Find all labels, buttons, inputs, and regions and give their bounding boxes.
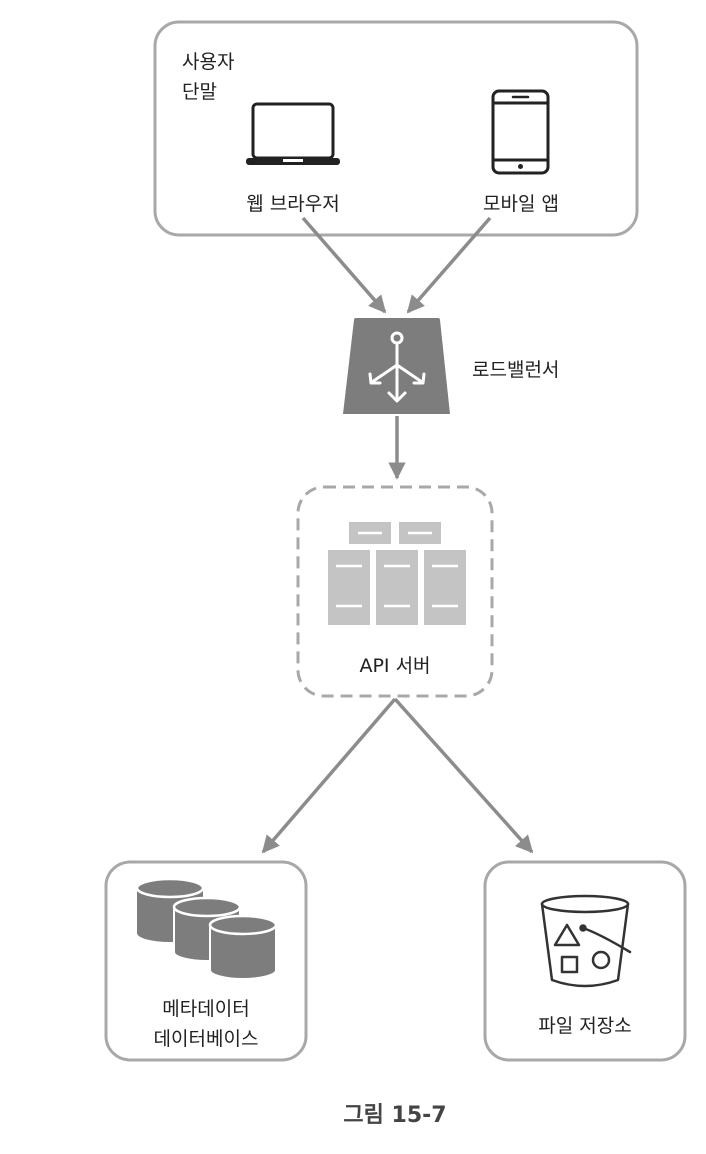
user-devices-group: 사용자 단말 웹 브라우저 모바일 앱: [153, 20, 639, 237]
load-balancer-label: 로드밸런서: [472, 359, 559, 381]
user-devices-label-line2: 단말: [182, 81, 217, 103]
arrow-api-to-metadata-db: [261, 697, 397, 854]
api-server-label: API 서버: [359, 655, 430, 677]
web-browser-label: 웹 브라우저: [246, 193, 339, 215]
metadata-db-box: [104, 860, 308, 1062]
database-icon: [135, 877, 278, 980]
metadata-db-group: 메타데이터 데이터베이스: [104, 860, 308, 1062]
mobile-app-label: 모바일 앱: [483, 193, 559, 215]
file-storage-group: 파일 저장소: [483, 860, 687, 1062]
arrow-api-to-file-storage: [393, 697, 534, 854]
figure-caption: 그림 15-7: [343, 1103, 446, 1128]
file-storage-box: [483, 860, 687, 1062]
metadata-db-label-line1: 메타데이터: [162, 998, 249, 1020]
user-devices-label-line1: 사용자: [182, 51, 234, 73]
load-balancer-icon: [343, 318, 450, 414]
arrow-mobile-to-lb: [406, 216, 492, 314]
arrow-web-to-lb: [301, 216, 387, 314]
mobile-phone-icon: [491, 89, 550, 175]
metadata-db-label-line2: 데이터베이스: [154, 1028, 259, 1050]
server-rack-icon: [328, 522, 466, 625]
file-storage-label: 파일 저장소: [538, 1015, 631, 1037]
api-server-group: API 서버: [296, 485, 494, 698]
laptop-icon: [246, 102, 340, 165]
user-devices-box: [153, 20, 639, 237]
storage-bucket-icon: [540, 894, 632, 988]
